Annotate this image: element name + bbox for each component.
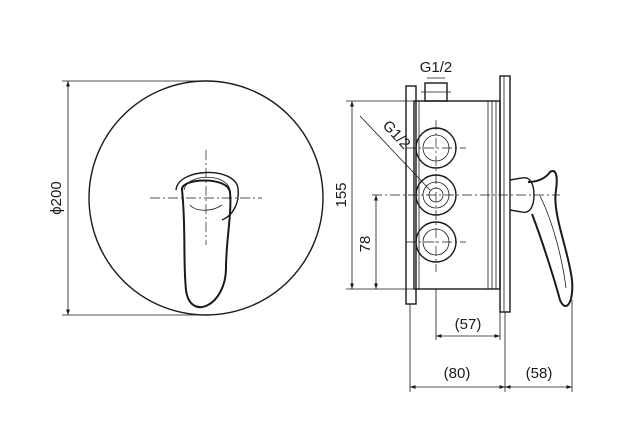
lever-handle-edge xyxy=(189,204,223,211)
dim-78-label: 78 xyxy=(357,236,374,253)
lever-hub-inner xyxy=(183,176,231,191)
wall-cover-plate xyxy=(499,75,511,313)
dim-80-label: (80) xyxy=(444,365,471,382)
side-hub xyxy=(509,177,535,213)
side-lever xyxy=(527,170,574,307)
side-thread-leader xyxy=(359,115,431,191)
side-lever-edge xyxy=(539,195,567,289)
dim-57-label: (57) xyxy=(455,316,482,333)
dim-155-label: 155 xyxy=(333,182,350,207)
lever-handle xyxy=(181,179,232,309)
front-view: ϕ200 xyxy=(48,80,324,316)
top-inlet-thread-label: G1/2 xyxy=(420,59,453,76)
dim-58-label: (58) xyxy=(526,365,553,382)
side-thread-label: G1/2 xyxy=(379,117,414,152)
lever-hub xyxy=(175,171,239,221)
diameter-label: ϕ200 xyxy=(48,181,65,214)
side-view: G1/2 G1/2 155 78 (57) (80) (58) xyxy=(333,59,574,392)
